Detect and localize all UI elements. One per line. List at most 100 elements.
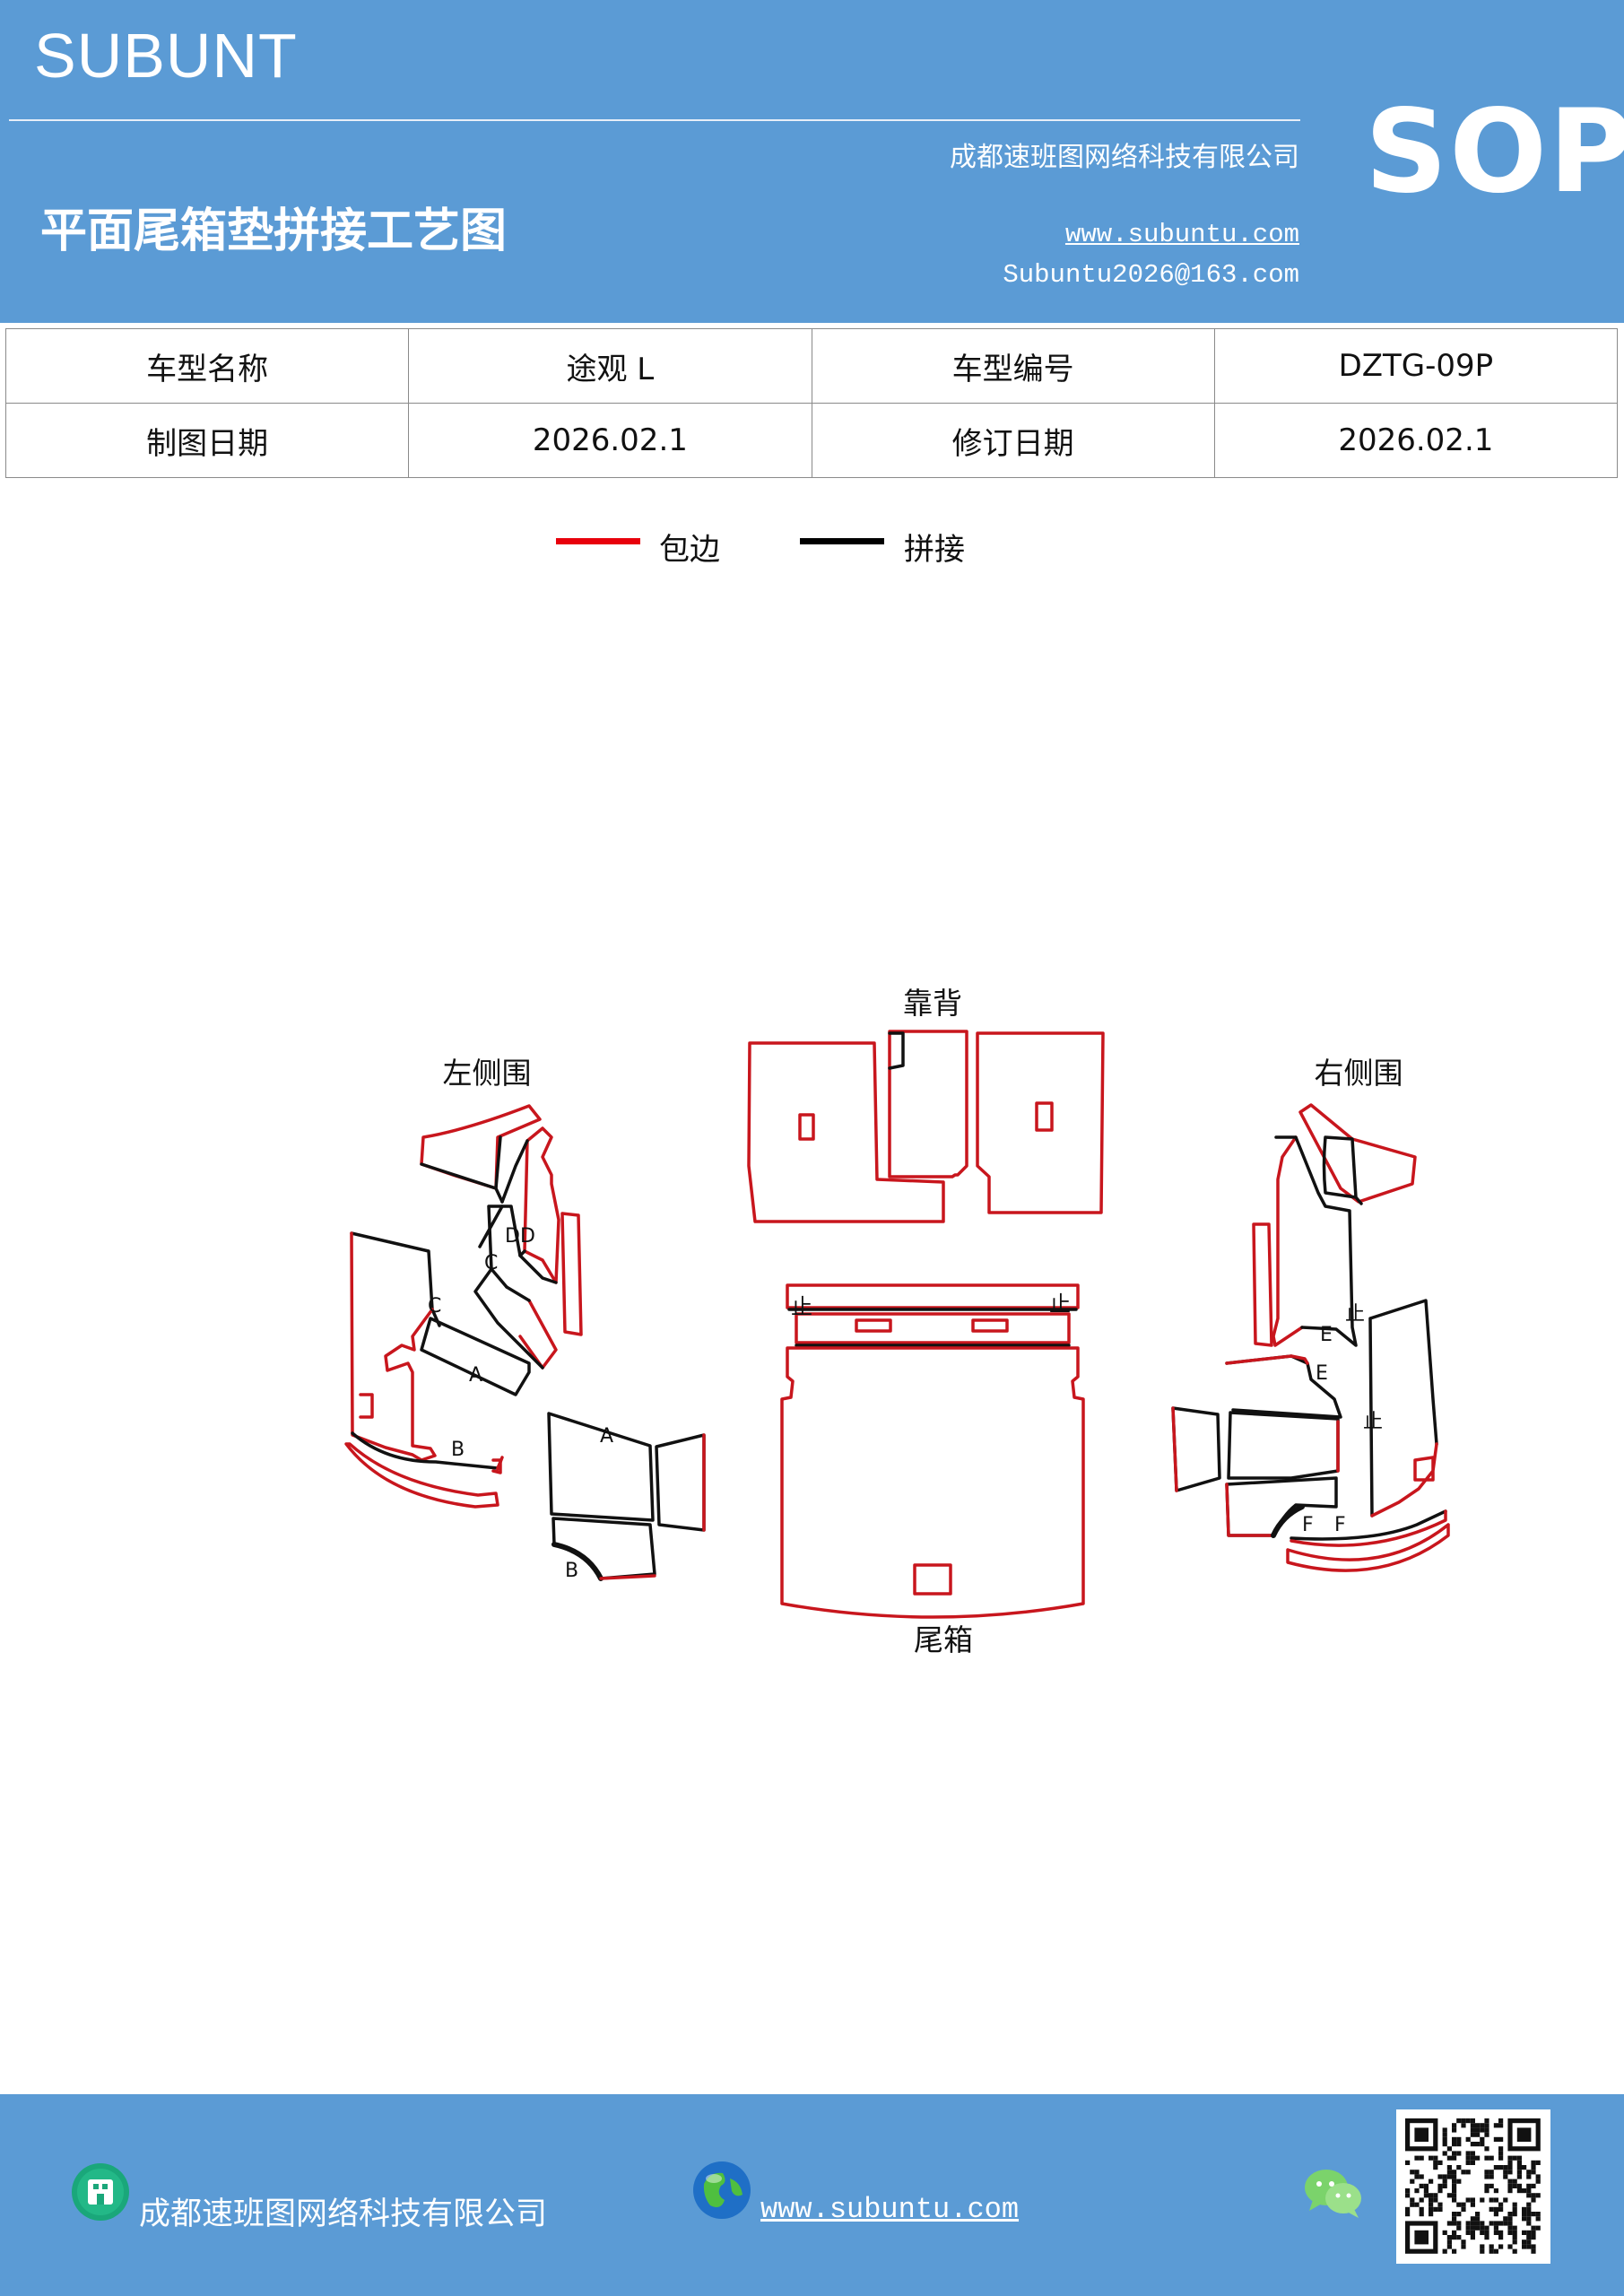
lower-right-panel: [655, 1433, 706, 1532]
mark-a: A: [600, 1425, 613, 1448]
trunk-floor-slot: [913, 1563, 952, 1596]
backrest-left-panel: [747, 1041, 945, 1223]
wechat-icon[interactable]: [1302, 2166, 1365, 2220]
table-cell: 制图日期: [4, 403, 410, 478]
trunk-tab-left: [855, 1318, 892, 1333]
backrest-left-slot: [798, 1113, 815, 1141]
table-cell: 途观 L: [408, 328, 812, 404]
legend-label-edge: 包边: [659, 532, 720, 568]
mark-f: F: [1302, 1514, 1314, 1536]
right-side-group: [1171, 1103, 1450, 1572]
mark-c: C: [484, 1252, 498, 1274]
mark-e: E: [1316, 1362, 1328, 1385]
mark-stop: 止: [1345, 1303, 1365, 1326]
header-divider: [9, 119, 1300, 121]
legend-swatch-edge: [556, 538, 640, 544]
right-upper-column-seam: [1274, 1135, 1358, 1347]
left-big-panel-seam: [350, 1231, 441, 1327]
mark-stop: 止: [1363, 1411, 1383, 1433]
right-mid-panel: [1227, 1411, 1340, 1480]
backrest-group: [747, 1030, 1105, 1223]
backrest-right-slot: [1035, 1101, 1054, 1132]
left-a-panel: [420, 1317, 531, 1396]
globe-icon: [693, 2161, 751, 2219]
backrest-right-panel: [976, 1031, 1105, 1214]
right-tall-panel-seam: [1368, 1299, 1438, 1518]
footer-banner: 成都速班图网络科技有限公司 www.subuntu.com: [0, 2094, 1624, 2296]
lower-b-curve: [551, 1542, 604, 1581]
table-cell: 2026.02.1: [408, 403, 812, 478]
mark-d: DD: [505, 1225, 535, 1248]
mark-b: B: [451, 1439, 465, 1461]
table-cell: 车型编号: [811, 328, 1215, 404]
page-title: 平面尾箱垫拼接工艺图: [40, 204, 508, 258]
right-top-wing: [1298, 1103, 1417, 1204]
legend-swatch-seam: [800, 538, 884, 544]
left-side-group: [344, 1104, 583, 1509]
trunk-tab-right: [971, 1318, 1009, 1333]
table-cell: 2026.02.1: [1213, 403, 1619, 478]
trunk-floor-panel: [780, 1346, 1085, 1619]
label-backrest: 靠背: [903, 986, 962, 1021]
left-big-panel-edge: [350, 1231, 437, 1462]
left-d-panel-edge: [518, 1299, 558, 1370]
trunk-top-strip: [786, 1283, 1080, 1309]
right-tall-panel-edge: [1370, 1442, 1438, 1518]
mark-c: C: [428, 1295, 441, 1318]
legend: 包边 拼接: [0, 525, 1624, 570]
header-banner: SUBUNT 成都速班图网络科技有限公司 平面尾箱垫拼接工艺图 www.subu…: [0, 0, 1624, 323]
table-row: 车型名称 途观 L 车型编号 DZTG-09P: [4, 328, 1619, 404]
mark-stop: 止: [1049, 1292, 1071, 1317]
right-lower-panel: [1225, 1476, 1338, 1537]
right-lower-panel-edge: [1225, 1483, 1275, 1537]
backrest-middle-panel: [888, 1030, 968, 1178]
mark-f: F: [1334, 1514, 1346, 1536]
qr-code-icon[interactable]: [1396, 2109, 1550, 2264]
lower-b-edge: [599, 1574, 656, 1580]
left-top-wing-seam: [420, 1135, 504, 1204]
left-b-strip-tip: [491, 1458, 502, 1474]
lower-a-panel: [547, 1412, 655, 1522]
label-right-side: 右侧围: [1315, 1056, 1403, 1091]
table-cell: 车型名称: [4, 328, 410, 404]
right-left-narrow-panel: [1171, 1406, 1221, 1492]
table-row: 制图日期 2026.02.1 修订日期 2026.02.1: [4, 403, 1619, 478]
right-f-curve: [1271, 1504, 1305, 1538]
sop-badge: SOP: [1365, 85, 1624, 219]
header-company: 成都速班图网络科技有限公司: [950, 142, 1299, 173]
left-c-panel: [473, 1205, 544, 1370]
footer-website-link[interactable]: www.subuntu.com: [760, 2193, 1020, 2226]
mark-e: E: [1320, 1324, 1333, 1346]
left-thin-strip: [560, 1212, 583, 1336]
table-cell: 修订日期: [811, 403, 1215, 478]
right-f-strip-edge: [1286, 1509, 1450, 1572]
right-upper-column: [1272, 1135, 1304, 1347]
table-cell: DZTG-09P: [1213, 328, 1619, 404]
left-b-strip-edge: [344, 1442, 504, 1509]
info-table: 车型名称 途观 L 车型编号 DZTG-09P 制图日期 2026.02.1 修…: [4, 328, 1619, 478]
header-website-link[interactable]: www.subuntu.com: [1064, 220, 1299, 249]
header-email[interactable]: Subuntu2026@163.com: [1003, 260, 1299, 290]
right-f-strip-seam: [1290, 1509, 1447, 1541]
footer-company: 成都速班图网络科技有限公司: [139, 2196, 548, 2232]
mark-a: A: [469, 1364, 482, 1387]
building-icon: [72, 2163, 129, 2221]
right-top-wing-seam: [1322, 1135, 1363, 1205]
trunk-group: [780, 1283, 1085, 1619]
trunk-middle-strip: [795, 1312, 1071, 1344]
legend-label-seam: 拼接: [904, 532, 965, 568]
left-lower-group: [547, 1412, 706, 1581]
left-top-wing: [420, 1104, 542, 1190]
backrest-middle-notch: [888, 1031, 905, 1070]
left-b-strip-seam: [351, 1431, 499, 1470]
right-e-panel-edge: [1225, 1354, 1309, 1365]
left-upper-column: [523, 1126, 560, 1284]
mark-b: B: [565, 1560, 578, 1582]
brand-name: SUBUNT: [34, 21, 298, 91]
right-left-narrow-edge: [1171, 1406, 1178, 1492]
right-thin-strip: [1252, 1222, 1273, 1347]
label-trunk: 尾箱: [914, 1622, 973, 1657]
mark-stop: 止: [791, 1294, 812, 1319]
label-left-side: 左侧围: [443, 1056, 532, 1091]
